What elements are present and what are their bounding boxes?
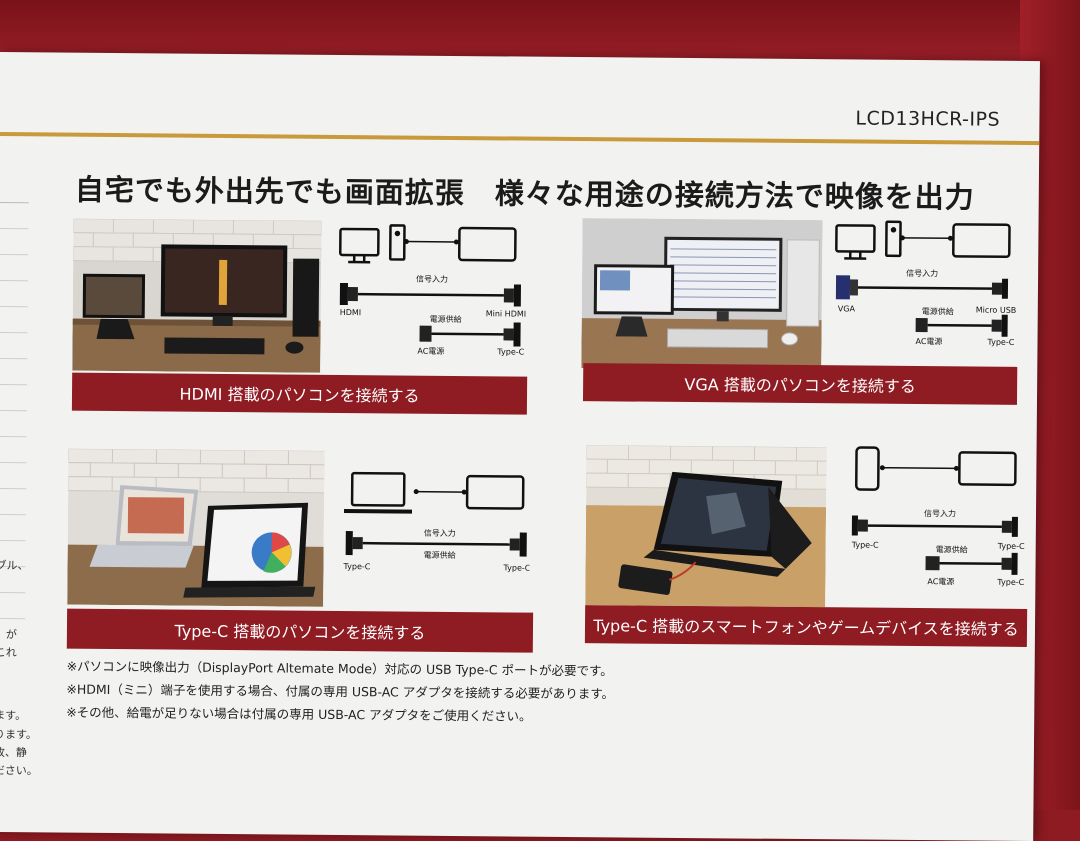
portable-display-icon bbox=[953, 224, 1009, 256]
power-label: 電源供給 bbox=[936, 544, 968, 554]
left-text-fragment: ます。 bbox=[0, 707, 26, 723]
typec-pc-connection-diagram: 信号入力 電源供給 Type-C Type-C bbox=[339, 467, 530, 589]
connector-label: Type-C bbox=[502, 563, 530, 572]
signal-label: 信号入力 bbox=[416, 274, 448, 284]
portable-display-icon bbox=[467, 476, 523, 508]
power-label: 電源供給 bbox=[922, 306, 954, 316]
pc-tower-icon bbox=[390, 225, 404, 259]
hdmi-setup-photo bbox=[72, 219, 321, 373]
connector-label: Type-C bbox=[851, 540, 879, 549]
footnote: ※その他、給電が足りない場合は付属の専用 USB-AC アダプタをご使用ください… bbox=[66, 701, 614, 729]
connector-label: AC電源 bbox=[417, 347, 444, 356]
accent-divider bbox=[0, 132, 1039, 145]
left-text-fragment: ださい。 bbox=[0, 762, 38, 778]
panel-banner: HDMI 搭載のパソコンを接続する bbox=[72, 373, 527, 415]
connector-label: Micro USB bbox=[976, 306, 1017, 315]
connector-label: Type-C bbox=[496, 347, 524, 356]
left-text-fragment: これ bbox=[0, 644, 17, 660]
laptop-icon bbox=[344, 473, 412, 512]
connector-label: Type-C bbox=[342, 562, 370, 571]
panel-banner: Type-C 搭載のパソコンを接続する bbox=[67, 609, 533, 653]
connector-label: Type-C bbox=[986, 338, 1014, 347]
typec-pc-photo bbox=[67, 449, 324, 607]
power-label: 電源供給 bbox=[424, 550, 456, 560]
connector-label: HDMI bbox=[340, 308, 362, 317]
monitor-icon bbox=[836, 225, 874, 258]
left-text-fragment: 故、静 bbox=[0, 744, 27, 760]
panel-banner: VGA 搭載のパソコンを接続する bbox=[583, 363, 1017, 405]
vga-setup-photo bbox=[581, 218, 822, 370]
connector-label: Mini HDMI bbox=[486, 309, 526, 318]
connector-label: VGA bbox=[838, 304, 856, 313]
portable-display-icon bbox=[459, 228, 515, 260]
left-text-fragment: ブル、 bbox=[0, 557, 29, 573]
panel-banner: Type-C 搭載のスマートフォンやゲームデバイスを接続する bbox=[585, 605, 1027, 647]
model-label: LCD13HCR-IPS bbox=[855, 107, 1000, 130]
typec-mobile-connection-diagram: 信号入力 Type-C Type-C 電源供給 AC電源 Type-C bbox=[847, 443, 1028, 595]
footnotes: ※パソコンに映像出力（DisplayPort Altemate Mode）対応の… bbox=[66, 655, 614, 729]
signal-label: 信号入力 bbox=[424, 528, 456, 538]
page-headline: 自宅でも外出先でも画面拡張 様々な用途の接続方法で映像を出力 bbox=[75, 167, 975, 217]
connector-label: AC電源 bbox=[915, 337, 942, 346]
pc-tower-icon bbox=[886, 222, 900, 256]
left-text-fragment: ）が bbox=[0, 626, 17, 642]
connector-label: AC電源 bbox=[927, 577, 954, 586]
smartphone-icon bbox=[856, 447, 878, 489]
brochure-page: LCD13HCR-IPS ブル、 ）が これ ます。 ります。 故、静 ださい。… bbox=[0, 52, 1040, 841]
spec-table-edge bbox=[0, 202, 29, 673]
signal-label: 信号入力 bbox=[924, 508, 956, 518]
portable-display-icon bbox=[959, 452, 1015, 484]
power-label: 電源供給 bbox=[430, 314, 462, 324]
typec-mobile-photo bbox=[585, 445, 826, 607]
vga-connection-diagram: 信号入力 VGA Micro USB 電源供給 AC電源 Type-C bbox=[833, 217, 1024, 359]
connector-label: Type-C bbox=[996, 578, 1024, 587]
signal-label: 信号入力 bbox=[906, 268, 938, 278]
connector-label: Type-C bbox=[997, 542, 1025, 551]
hdmi-connection-diagram: 信号入力 HDMI Mini HDMI 電源供給 AC電源 Type-C bbox=[337, 221, 528, 363]
monitor-icon bbox=[340, 229, 378, 262]
left-text-fragment: ります。 bbox=[0, 726, 37, 742]
